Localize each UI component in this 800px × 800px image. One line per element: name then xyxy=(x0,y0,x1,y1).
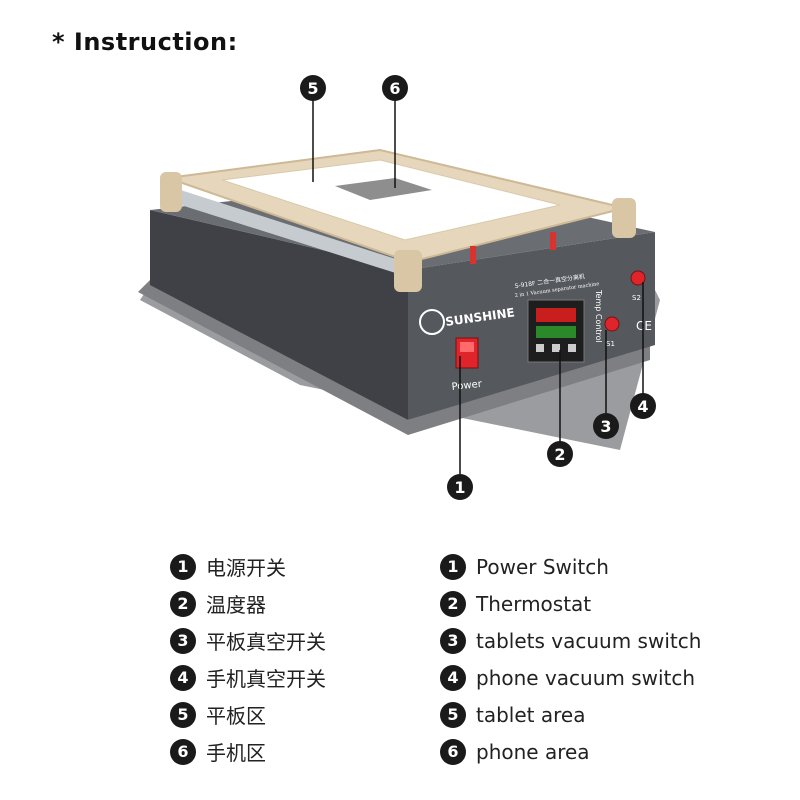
thermostat-button-1[interactable] xyxy=(536,344,544,352)
legend-cn-text: 手机区 xyxy=(206,741,266,765)
machine-left-face xyxy=(150,210,408,420)
legend-number-badge: 3 xyxy=(440,627,466,654)
page-title: * Instruction: xyxy=(52,28,238,56)
legend-en-item: 6 phone area xyxy=(440,733,701,770)
legend-number-badge: 4 xyxy=(440,664,466,691)
power-label: Power xyxy=(451,379,483,393)
legend-en-item: 3 tablets vacuum switch xyxy=(440,622,701,659)
rail-front-cap xyxy=(394,250,422,292)
legend-cn-text: 平板真空开关 xyxy=(206,630,326,654)
legend-en-text: phone vacuum switch xyxy=(476,665,696,690)
legend-en-item: 4 phone vacuum switch xyxy=(440,659,701,696)
legend-en-item: 1 Power Switch xyxy=(440,548,701,585)
base-plate xyxy=(138,280,650,435)
legend-en-text: tablets vacuum switch xyxy=(476,628,702,653)
tablet-area xyxy=(221,159,561,241)
thermostat-button-2[interactable] xyxy=(552,344,560,352)
red-clip-right xyxy=(550,232,556,250)
rail-bar xyxy=(165,185,405,276)
legend-en-text: Thermostat xyxy=(476,591,592,616)
legend-cn-text: 温度器 xyxy=(206,593,266,617)
legend-cn-text: 手机真空开关 xyxy=(206,667,326,691)
callout-4: 4 xyxy=(630,393,656,419)
legend-number-badge: 2 xyxy=(440,590,466,617)
legend-number-badge: 4 xyxy=(170,664,196,691)
thermostat-sv-readout xyxy=(536,326,576,338)
s2-label: S2 xyxy=(632,294,641,302)
legend-en-text: tablet area xyxy=(476,702,586,727)
legend-number-badge: 5 xyxy=(170,701,196,728)
legend-cn-item: 1 电源开关 xyxy=(170,548,326,585)
callout-1: 1 xyxy=(447,474,473,500)
legend-english: 1 Power Switch 2 Thermostat 3 tablets vacuu… xyxy=(440,548,701,770)
brand-logo-icon xyxy=(419,309,445,335)
legend-cn-text: 电源开关 xyxy=(206,556,286,580)
legend-chinese: 1 电源开关 2 温度器 3 平板真空开关 4 手机真空开关 5 平板区 6 手机区 xyxy=(170,548,326,770)
power-switch-rocker xyxy=(460,342,474,352)
callout-2: 2 xyxy=(547,441,573,467)
rail-right-cap xyxy=(612,198,636,238)
rail-left-cap xyxy=(160,172,182,212)
thermostat-button-3[interactable] xyxy=(568,344,576,352)
callout-6: 6 xyxy=(382,75,408,101)
thermostat-pv-readout xyxy=(536,308,576,322)
s2-vacuum-switch[interactable] xyxy=(630,270,646,286)
s1-vacuum-switch[interactable] xyxy=(604,316,620,332)
legend-number-badge: 6 xyxy=(170,738,196,765)
temp-control-label: Temp Control xyxy=(594,289,603,343)
legend-number-badge: 1 xyxy=(170,553,196,580)
red-clip-left xyxy=(470,246,476,264)
legend-en-item: 5 tablet area xyxy=(440,696,701,733)
legend-cn-item: 3 平板真空开关 xyxy=(170,622,326,659)
ce-mark: CE xyxy=(636,319,652,333)
legend-cn-item: 4 手机真空开关 xyxy=(170,659,326,696)
legend-cn-item: 6 手机区 xyxy=(170,733,326,770)
legend-en-text: phone area xyxy=(476,739,590,764)
legend-cn-item: 5 平板区 xyxy=(170,696,326,733)
legend-number-badge: 2 xyxy=(170,590,196,617)
legend-en-text: Power Switch xyxy=(476,554,609,579)
legend-en-item: 2 Thermostat xyxy=(440,585,701,622)
legend-number-badge: 3 xyxy=(170,627,196,654)
callout-3: 3 xyxy=(593,413,619,439)
legend-cn-item: 2 温度器 xyxy=(170,585,326,622)
legend-number-badge: 5 xyxy=(440,701,466,728)
legend-number-badge: 6 xyxy=(440,738,466,765)
phone-area xyxy=(335,178,432,200)
callout-5: 5 xyxy=(300,75,326,101)
legend-cn-text: 平板区 xyxy=(206,704,266,728)
legend-number-badge: 1 xyxy=(440,553,466,580)
s1-label: S1 xyxy=(606,340,615,348)
